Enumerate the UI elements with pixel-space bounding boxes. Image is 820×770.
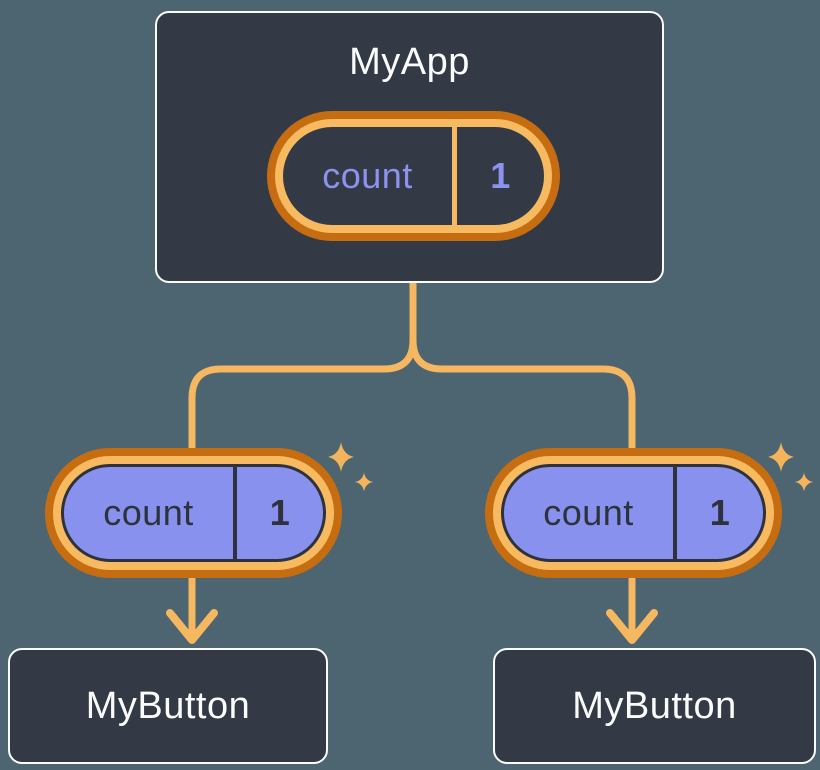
arrowhead-down-icon [166, 609, 218, 644]
prop-pill-right: count 1 [485, 448, 782, 578]
node-myapp: MyApp count 1 [155, 11, 664, 283]
prop-pill-body: count 1 [501, 464, 766, 562]
pill-divider [673, 467, 677, 559]
sparkle-icon [355, 472, 373, 492]
node-mybutton-right: MyButton [493, 648, 816, 764]
node-title: MyButton [85, 684, 251, 727]
state-pill-body: count 1 [283, 127, 544, 225]
state-value: 1 [490, 155, 511, 196]
state-name: count [322, 155, 413, 196]
prop-value: 1 [709, 492, 731, 533]
prop-pill-ring: count 1 [53, 456, 334, 570]
state-pill-ring: count 1 [275, 119, 552, 233]
node-mybutton-left: MyButton [8, 648, 328, 764]
node-title: MyButton [572, 684, 737, 727]
pill-divider [452, 127, 457, 225]
prop-name: count [103, 492, 194, 533]
sparkle-icon [795, 472, 813, 492]
prop-pill-left: count 1 [45, 448, 342, 578]
sparkle-icon [328, 442, 354, 472]
prop-pill-ring: count 1 [493, 456, 774, 570]
prop-pill-body: count 1 [61, 464, 326, 562]
node-title: MyApp [349, 41, 470, 83]
state-pill-myapp: count 1 [267, 111, 560, 241]
pill-divider [233, 467, 237, 559]
sparkle-icon [768, 442, 794, 472]
prop-value: 1 [269, 492, 291, 533]
connector-line-right [409, 282, 636, 635]
arrowhead-down-icon [606, 609, 658, 644]
prop-name: count [543, 492, 634, 533]
